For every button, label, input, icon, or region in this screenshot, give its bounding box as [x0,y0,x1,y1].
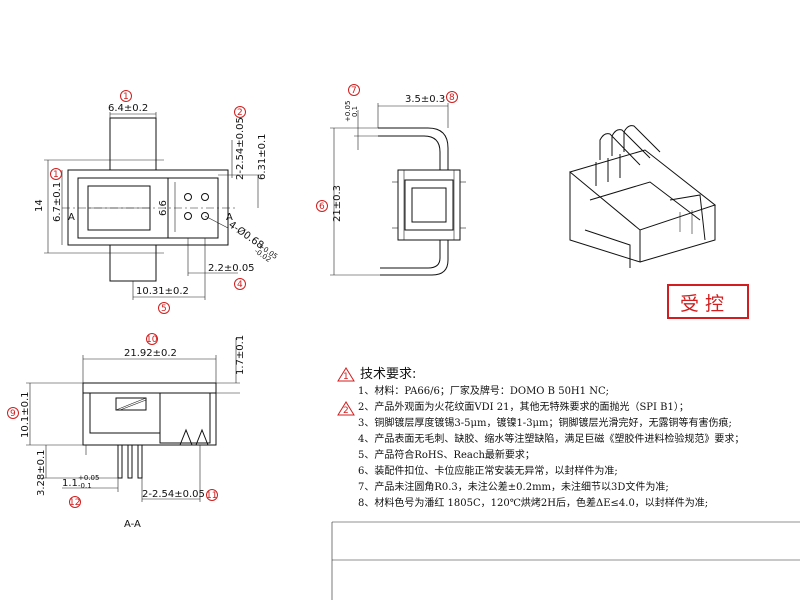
bubble-5: 5 [161,304,167,314]
note-item-6: 6、装配件扣位、卡位应能正常安装无异常，以封样件为准; [358,464,618,477]
note-item-1: 1、材料：PA66/6；厂家及牌号：DOMO B 50H1 NC; [358,384,609,397]
approval-stamp: 受 控 [667,284,749,319]
iso-view [568,125,717,268]
side-view: 3.5±0.3 8 +0.05 0.1 7 21±0.3 6 [316,84,466,276]
note-item-4: 4、产品表面无毛刺、缺胶、缩水等注塑缺陷，满足巨磁《塑胶件进料检验规范》要求； [358,432,744,445]
top-view: A A 6.4±0.2 1 2-2.54±0.05 2 6.31±0.1 14 … [34,90,279,314]
dim-11-lo: -0.1 [78,482,92,490]
bubble-1b: 1 [53,170,59,180]
warn-1: 1 [343,372,349,382]
dim-328: 3.28±0.1 [36,449,47,496]
dim-11-up: +0.05 [78,474,99,482]
dim-17: 1.7±0.1 [235,335,246,375]
bubble-1: 1 [123,92,129,102]
dim-67: 6.7±0.1 [52,182,63,222]
bubble-7: 7 [351,86,357,96]
bubble-11: 11 [206,491,217,501]
top-stem-upper [109,117,157,171]
technical-notes: 1 技术要求: 1、材料：PA66/6；厂家及牌号：DOMO B 50H1 NC… [337,367,744,509]
top-body [67,169,229,246]
dim-1031: 10.31±0.2 [136,286,189,297]
bubble-8: 8 [449,93,455,103]
stamp-text: 受 控 [680,293,724,315]
note-item-5: 5、产品符合RoHS、Reach最新要求； [358,448,535,461]
section-caption: A-A [124,519,141,530]
top-stem-lower [109,244,157,282]
dim-66: 6.6 [158,200,169,216]
bubble-6: 6 [319,202,325,212]
dim-101: 10.1±0.1 [20,391,31,438]
bubble-2: 2 [237,108,243,118]
bubble-12: 12 [69,498,80,508]
note-item-8: 8、材料色号为潘红 1805C，120℃烘烤2H后，色差ΔE≤4.0，以封样件为… [358,496,708,509]
section-view: 21.92±0.2 10 1.7±0.1 10.1±0.1 9 3.28±0.1… [7,333,246,530]
dim-pitch2: 2-2.54±0.05 [142,489,205,500]
dim-pin-up: +0.05 [344,101,352,122]
dim-21: 21±0.3 [332,185,343,222]
dim-35: 3.5±0.3 [405,94,445,105]
warn-2: 2 [343,406,349,416]
dim-pitch: 2-2.54±0.05 [235,117,246,180]
side-body [397,169,461,241]
dim-14: 14 [34,199,45,212]
dim-2192: 21.92±0.2 [124,348,177,359]
dim-11: 1.1 [62,478,78,489]
bubble-4: 4 [237,280,243,290]
section-a-right: A [226,212,233,223]
dim-22: 2.2±0.05 [208,263,255,274]
section-a-left: A [68,212,75,223]
bubble-9: 9 [10,409,16,419]
section-body [82,382,217,446]
dim-offset-v: 6.31±0.1 [257,133,268,180]
title-block [331,521,800,600]
bubble-10: 10 [146,335,158,345]
dim-pin-lo: 0.1 [351,106,359,117]
note-item-2: 2、产品外观面为火花纹面VDI 21，其他无特殊要求的面抛光（SPI B1）； [358,400,689,413]
note-item-7: 7、产品未注圆角R0.3，未注公差±0.2mm，未注细节以3D文件为准; [358,480,669,493]
notes-title: 技术要求: [360,367,416,382]
dim-width: 6.4±0.2 [108,103,148,114]
note-item-3: 3、铜脚镀层厚度镀锡3-5μm，镀镍1-3μm；铜脚镀层光滑完好，无露铜等有害伤… [358,416,732,429]
